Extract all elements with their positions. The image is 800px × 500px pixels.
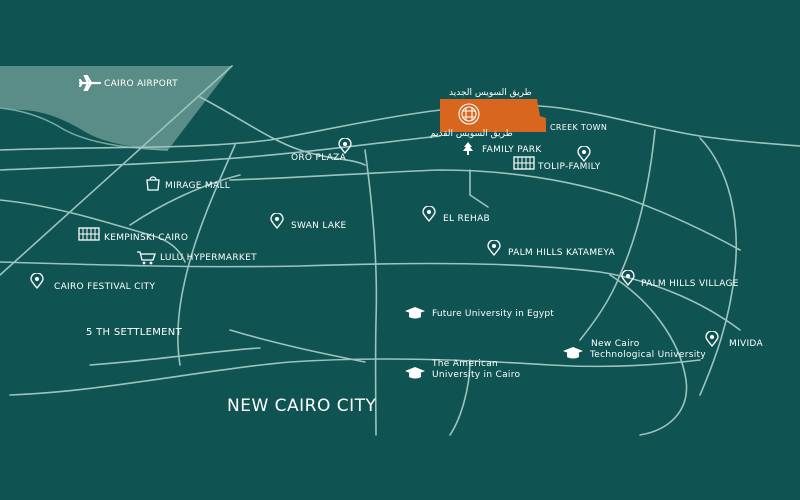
map-pin-icon [621,270,635,286]
map-pin-icon [487,240,501,256]
city-label: NEW CAIRO CITY [227,396,377,416]
auc-line1: The American [432,359,499,369]
ring-road [199,96,366,166]
graduation-cap-icon [405,307,425,319]
building-icon [513,156,535,170]
place-label-lulu-hypermarket: LULU HYPERMARKET [160,253,257,263]
map-pin-icon [577,146,591,162]
settlement-road [89,347,261,366]
airport-road [0,65,233,276]
place-label-american-university: The American University in Cairo [432,359,520,381]
lower-west-road [229,329,366,363]
place-label-family-park: FAMILY PARK [482,145,542,155]
building-icon [78,227,100,241]
auc-line2: University in Cairo [432,370,521,380]
north-street [229,169,741,251]
graduation-cap-icon [563,347,583,359]
place-label-palm-hills-village: PALM HILLS VILLAGE [641,279,739,289]
central-road [364,149,378,436]
place-label-swan-lake: SWAN LAKE [291,221,347,231]
map-pin-icon [338,138,352,154]
place-label-new-cairo-tech-university: New Cairo Technological University [590,339,706,361]
tree-icon [463,142,473,155]
project-logo-emblem [458,103,480,125]
place-label-future-university: Future University in Egypt [432,309,555,319]
district-label-5th-settlement: 5 TH SETTLEMENT [86,327,182,338]
east-road-1 [579,129,656,341]
place-label-tolip-family: TOLIP-FAMILY [538,162,601,172]
place-label-cairo-airport: CAIRO AIRPORT [104,79,178,89]
map-pin-icon [270,213,284,229]
map-pin-icon [705,331,719,347]
south-road [9,358,701,396]
west-loop [0,199,186,263]
family-park-road [469,169,489,208]
map-pin-icon [30,273,44,289]
east-road-2 [699,137,738,396]
project-label: CREEK TOWN [550,123,608,132]
center-south-road [449,359,471,436]
old-suez-road [0,135,441,171]
shopping-bag-icon [146,176,160,191]
tech-univ-line2: Technological University [590,350,707,360]
place-label-el-rehab: EL REHAB [443,214,490,224]
place-label-cairo-festival-city: CAIRO FESTIVAL CITY [54,282,156,292]
east-road-3 [609,274,688,436]
place-label-kempinski-cairo: KEMPINSKI CAIRO [104,233,189,243]
tech-univ-line1: New Cairo [591,339,640,349]
mirage-road [129,174,241,226]
land-area [0,66,232,150]
new-suez-road-label: طريق السويس الجديد [449,88,532,98]
place-label-palm-hills-katameya: PALM HILLS KATAMEYA [508,248,615,258]
place-label-mirage-mall: MIRAGE MALL [165,181,231,191]
street-90 [0,261,741,331]
shopping-cart-icon [137,251,156,265]
place-label-mivida: MIVIDA [729,339,763,349]
project-plot [440,99,546,132]
map-pin-icon [422,206,436,222]
place-label-oro-plaza: ORO PLAZA [291,153,347,163]
airplane-icon [79,75,101,91]
graduation-cap-icon [405,367,425,379]
old-suez-road-label: طريق السويس القديم [430,129,513,139]
